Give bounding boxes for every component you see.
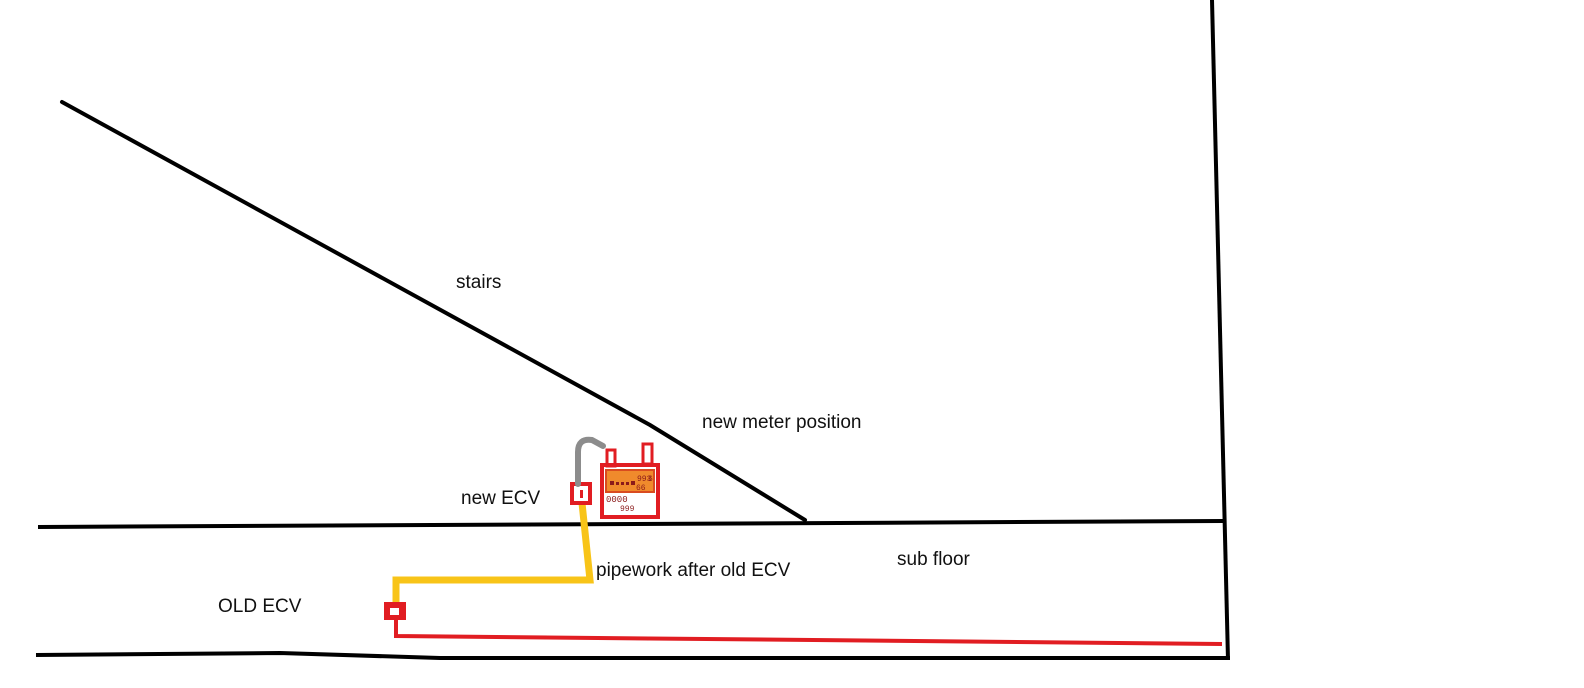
gas-meter: 993 6 66 0000 999 xyxy=(600,442,660,519)
meter-reading-bottom: 999 xyxy=(620,505,635,514)
yellow-pipework xyxy=(392,502,594,606)
meter-display-mid: 66 xyxy=(636,484,646,493)
stairs-line xyxy=(60,100,807,522)
red-gas-pipe xyxy=(394,612,1223,646)
old-ecv-valve xyxy=(384,602,406,620)
meter-display-top: 993 xyxy=(637,475,652,484)
new-ecv-label: new ECV xyxy=(461,488,541,509)
grey-meter-pipe xyxy=(575,436,606,487)
old-ecv-label: OLD ECV xyxy=(218,596,302,617)
stairs-label: stairs xyxy=(456,272,502,293)
pipework-after-old-ecv-label: pipework after old ECV xyxy=(596,560,791,581)
floor-line xyxy=(37,519,1225,529)
new-meter-position-label: new meter position xyxy=(702,412,862,433)
subfloor-bottom-line xyxy=(35,650,1230,660)
meter-reading-left: 0000 xyxy=(606,495,628,505)
right-wall-line xyxy=(1210,0,1230,661)
new-ecv-valve xyxy=(570,482,592,505)
sub-floor-label: sub floor xyxy=(897,549,970,570)
meter-dials xyxy=(610,481,635,485)
meter-display-right: 6 xyxy=(648,475,653,484)
